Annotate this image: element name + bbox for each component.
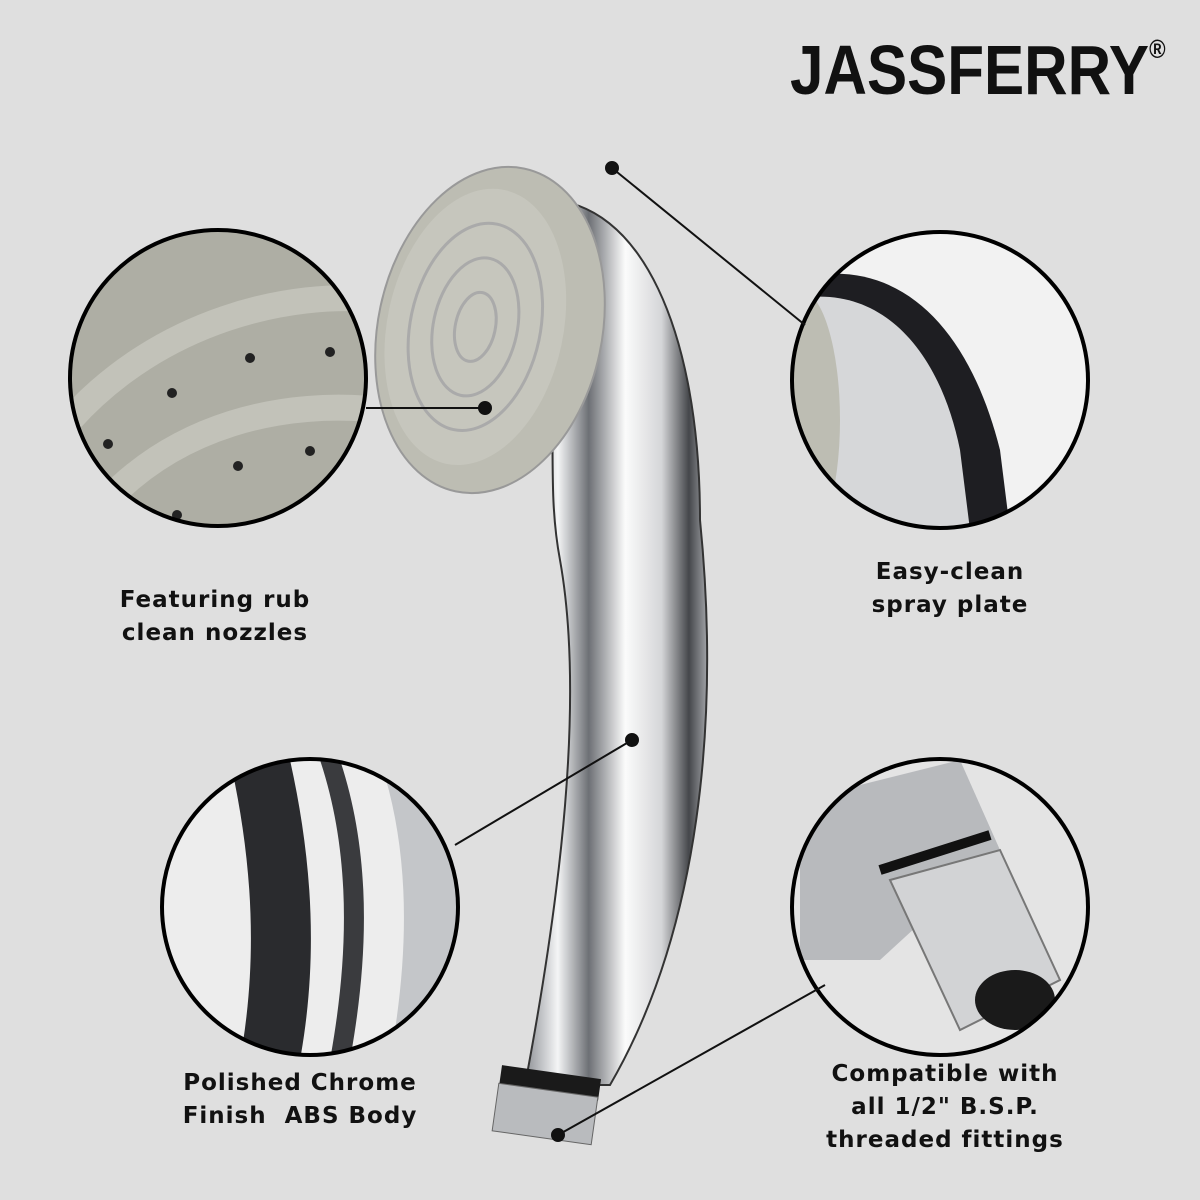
callout-line: spray plate	[871, 592, 1029, 618]
nozzle-detail-circle	[68, 228, 368, 528]
callout-line: Finish ABS Body	[182, 1103, 418, 1129]
callout-spray-plate: Easy-clean spray plate	[830, 556, 1070, 622]
callout-line: clean nozzles	[121, 620, 309, 646]
callout-line: Easy-clean	[875, 559, 1025, 585]
callout-line: Compatible with	[831, 1061, 1059, 1087]
chrome-finish-detail-circle	[160, 757, 460, 1057]
brand-name: JASSFERRY	[790, 31, 1150, 109]
callout-line: Polished Chrome	[183, 1070, 417, 1096]
callout-nozzles: Featuring rub clean nozzles	[95, 584, 335, 650]
fitting-detail-circle	[790, 757, 1090, 1057]
callout-lines	[366, 161, 826, 1142]
registered-mark: ®	[1149, 34, 1166, 64]
spray-plate-detail-circle	[790, 230, 1090, 530]
callout-line: all 1/2" B.S.P.	[851, 1094, 1039, 1120]
brand-logo: JASSFERRY®	[790, 30, 1166, 110]
callout-fittings: Compatible with all 1/2" B.S.P. threaded f…	[795, 1058, 1095, 1157]
callout-line: Featuring rub	[119, 587, 311, 613]
shower-head	[374, 165, 709, 1146]
callout-line: threaded fittings	[826, 1127, 1064, 1153]
